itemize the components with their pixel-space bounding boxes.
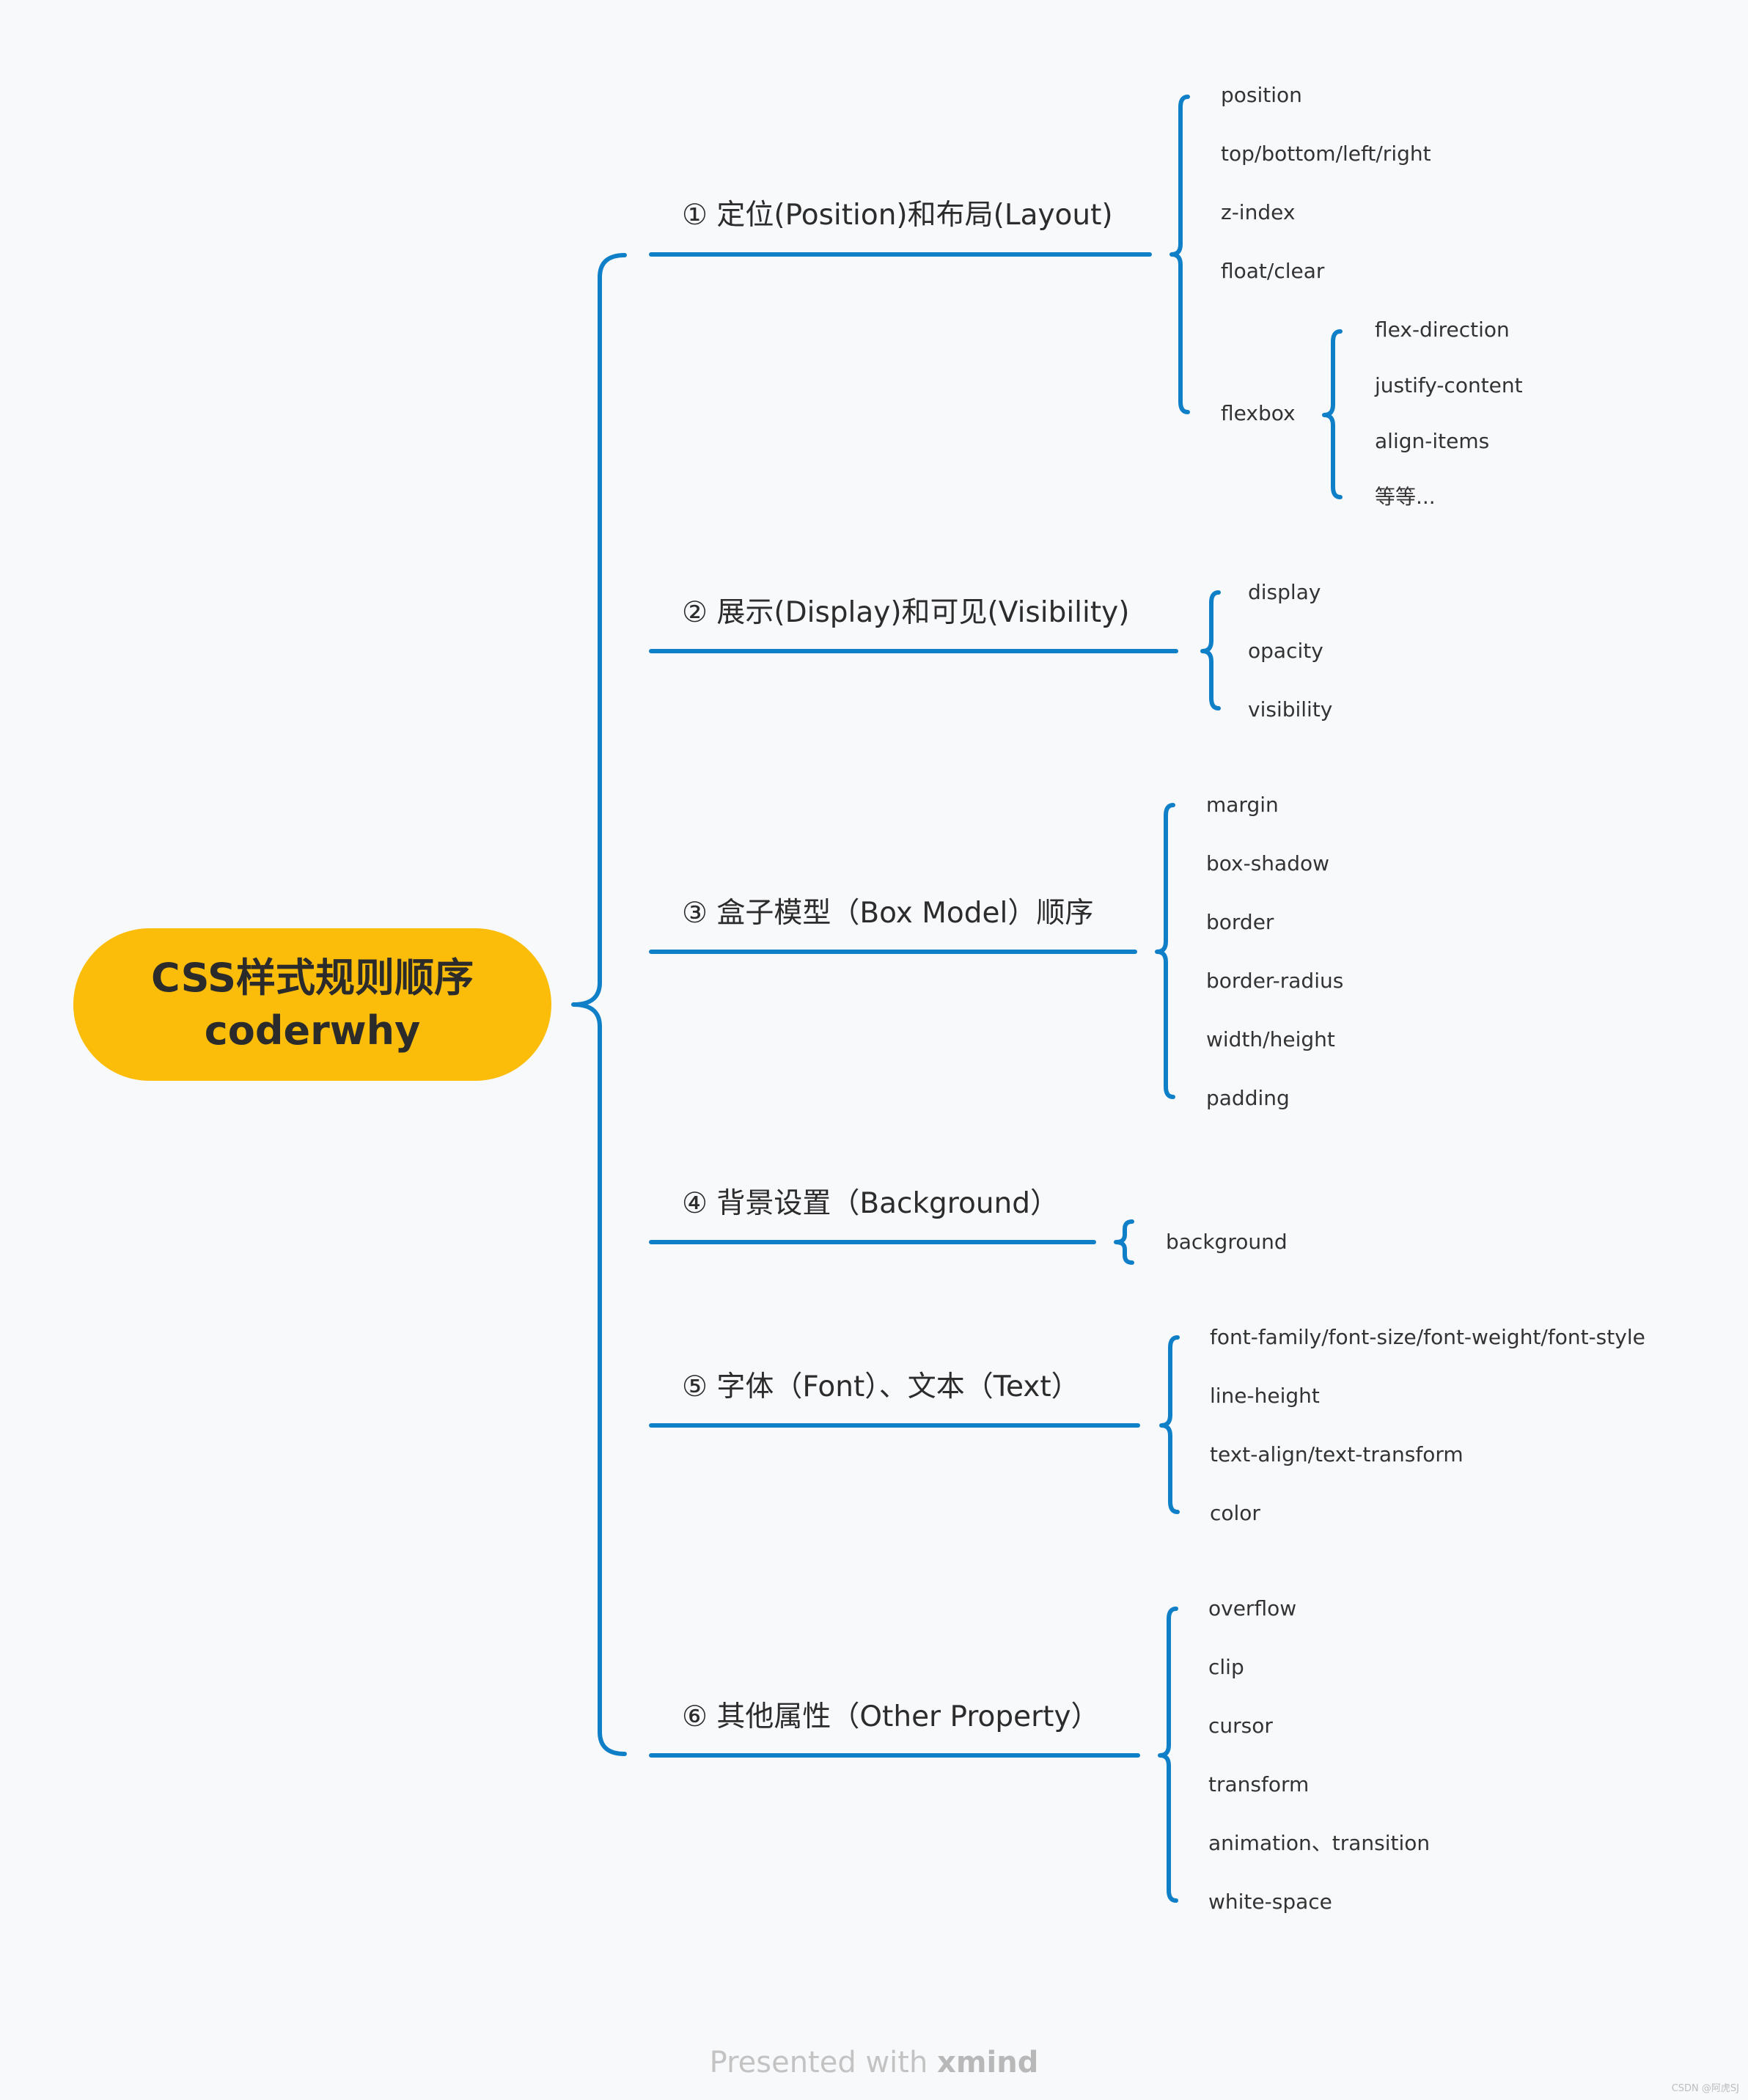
branch-background[interactable]: ④ 背景设置（Background）: [682, 1187, 1060, 1220]
branch-5-brace: [1159, 1335, 1180, 1514]
leaf-opacity[interactable]: opacity: [1248, 639, 1323, 663]
leaf-width-height[interactable]: width/height: [1206, 1027, 1335, 1051]
branch-2-brace: [1200, 590, 1221, 711]
leaf-border-radius[interactable]: border-radius: [1206, 969, 1344, 993]
leaf-text-align[interactable]: text-align/text-transform: [1210, 1442, 1464, 1466]
leaf-animation-transition[interactable]: animation、transition: [1208, 1831, 1431, 1855]
leaf-flexbox[interactable]: flexbox: [1221, 401, 1296, 425]
flexbox-brace: [1322, 329, 1343, 499]
leaf-margin[interactable]: margin: [1206, 793, 1279, 817]
leaf-transform[interactable]: transform: [1208, 1772, 1310, 1796]
leaf-visibility[interactable]: visibility: [1248, 697, 1333, 722]
footer-prefix: Presented with: [709, 2046, 938, 2079]
leaf-cursor[interactable]: cursor: [1208, 1714, 1273, 1738]
leaf-top-bottom-left-right[interactable]: top/bottom/left/right: [1221, 142, 1431, 166]
leaf-background[interactable]: background: [1166, 1230, 1288, 1254]
root-topic-subtitle: coderwhy: [204, 1007, 421, 1054]
root-main-brace: [571, 253, 627, 1756]
leaf-white-space[interactable]: white-space: [1208, 1890, 1332, 1914]
leaf-justify-content[interactable]: justify-content: [1375, 373, 1523, 397]
leaf-clip[interactable]: clip: [1208, 1655, 1244, 1679]
leaf-box-shadow[interactable]: box-shadow: [1206, 851, 1330, 875]
xmind-logo-text: xmind: [937, 2046, 1039, 2079]
watermark-credit: CSDN @阿虎SJ: [1671, 2083, 1739, 2094]
leaf-display[interactable]: display: [1248, 580, 1321, 604]
leaf-align-items[interactable]: align-items: [1375, 429, 1490, 453]
branch-other-property[interactable]: ⑥ 其他属性（Other Property）: [682, 1700, 1100, 1733]
branch-box-model[interactable]: ③ 盒子模型（Box Model）顺序: [682, 897, 1094, 930]
leaf-flex-direction[interactable]: flex-direction: [1375, 317, 1510, 342]
branch-3-brace: [1155, 803, 1175, 1099]
leaf-font-family[interactable]: font-family/font-size/font-weight/font-s…: [1210, 1325, 1645, 1349]
leaf-float-clear[interactable]: float/clear: [1221, 259, 1325, 283]
root-topic-title: CSS样式规则顺序: [151, 955, 474, 1001]
leaf-border[interactable]: border: [1206, 910, 1274, 934]
leaf-etc[interactable]: 等等...: [1375, 485, 1436, 509]
leaf-color[interactable]: color: [1210, 1501, 1260, 1525]
branch-6-brace: [1158, 1607, 1178, 1903]
branch-display-visibility[interactable]: ② 展示(Display)和可见(Visibility): [682, 596, 1130, 629]
root-topic[interactable]: CSS样式规则顺序 coderwhy: [73, 928, 551, 1081]
leaf-z-index[interactable]: z-index: [1221, 200, 1296, 224]
leaf-padding[interactable]: padding: [1206, 1086, 1290, 1110]
branch-position-layout[interactable]: ① 定位(Position)和布局(Layout): [682, 199, 1113, 232]
leaf-position[interactable]: position: [1221, 83, 1302, 107]
leaf-overflow[interactable]: overflow: [1208, 1596, 1297, 1620]
footer-presented-with: Presented with xmind: [0, 2046, 1748, 2079]
branch-4-brace: [1114, 1219, 1134, 1265]
branch-1-brace: [1169, 95, 1190, 414]
branch-font-text[interactable]: ⑤ 字体（Font）、文本（Text）: [682, 1370, 1080, 1403]
leaf-line-height[interactable]: line-height: [1210, 1384, 1320, 1408]
